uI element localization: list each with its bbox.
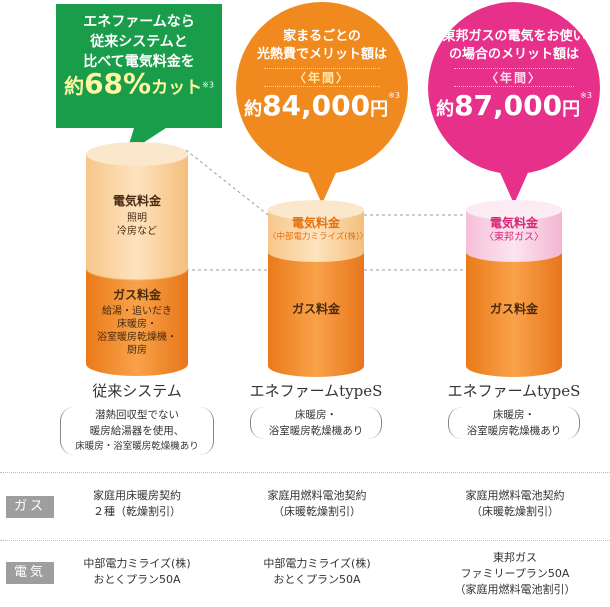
enefarm-b-electric-label: 電気料金 bbox=[489, 216, 538, 230]
conv-electric-sub2: 冷房など bbox=[117, 226, 157, 237]
pink-line1: 東邦ガスの電気をお使い bbox=[442, 29, 586, 44]
separator-middle bbox=[0, 540, 610, 541]
system-enefarm-b-desc: 床暖房・ 浴室暖房乾燥機あり bbox=[448, 407, 580, 439]
electric-cell-3-line1: 東邦ガス bbox=[493, 551, 537, 564]
gas-cell-3-line1: 家庭用燃料電池契約 bbox=[465, 489, 565, 502]
orange-line1: 家まるごとの bbox=[283, 29, 361, 44]
green-callout: エネファームなら 従来システムと 比べて電気料金を 約68%カット※3 bbox=[56, 4, 228, 154]
green-note: ※3 bbox=[202, 80, 214, 90]
green-line3: 比べて電気料金を bbox=[83, 54, 195, 70]
enefarm-b-gas-label: ガス料金 bbox=[489, 302, 538, 316]
gas-cell-1: 家庭用床暖房契約 ２種（乾燥割引） bbox=[60, 488, 214, 520]
system-enefarm-b-title: エネファームtypeS bbox=[447, 382, 581, 400]
green-line1: エネファームなら bbox=[83, 14, 195, 30]
pink-period: 〈年間〉 bbox=[454, 68, 574, 87]
system-enefarm-b-desc1: 床暖房・ bbox=[493, 409, 535, 421]
pink-bubble: 東邦ガスの電気をお使い の場合のメリット額は 〈年間〉 約87,000円※3 bbox=[424, 0, 604, 206]
conv-gas-sub2: 床暖房・ bbox=[117, 319, 157, 330]
orange-period: 〈年間〉 bbox=[264, 68, 380, 87]
green-suffix: カット bbox=[151, 78, 203, 98]
electric-cell-2-line2: おとくプラン50A bbox=[273, 573, 361, 586]
system-enefarm-a-desc1: 床暖房・ bbox=[295, 409, 337, 421]
green-line2: 従来システムと bbox=[90, 34, 188, 50]
system-enefarm-b-desc2: 浴室暖房乾燥機あり bbox=[466, 425, 562, 437]
connector-lines bbox=[185, 149, 466, 271]
system-conventional-desc2: 暖房給湯器を使用、 bbox=[89, 425, 185, 437]
orange-line2: 光熱費でメリット額は bbox=[256, 47, 387, 62]
electric-cell-1: 中部電力ミライズ(株) おとくプラン50A bbox=[60, 556, 214, 588]
row-label-electric: 電気 bbox=[6, 562, 54, 584]
cylinder-enefarm-b-shape bbox=[466, 200, 562, 377]
system-conventional: 従来システム 潜熱回収型でない 暖房給湯器を使用、 床暖房・浴室暖房乾燥機あり bbox=[60, 380, 214, 455]
gas-cell-2-line1: 家庭用燃料電池契約 bbox=[267, 489, 367, 502]
conv-gas-sub3: 浴室暖房乾燥機・ bbox=[97, 332, 177, 343]
green-prefix: 約 bbox=[64, 74, 85, 98]
pink-note: ※3 bbox=[580, 91, 592, 100]
green-percent-line: 約68%カット※3 bbox=[56, 70, 222, 99]
cylinder-enefarm-a-shape bbox=[268, 200, 364, 377]
orange-amount-line: 約84,000円※3 bbox=[234, 91, 410, 121]
gas-cell-1-line1: 家庭用床暖房契約 bbox=[93, 489, 181, 502]
conv-electric-sub1: 照明 bbox=[127, 213, 147, 224]
cylinder-conventional-shape bbox=[86, 142, 188, 376]
green-percent: 68% bbox=[84, 67, 152, 100]
enefarm-a-electric-sub: 〈中部電力ミライズ(株)〉 bbox=[268, 232, 368, 242]
electric-cell-1-line2: おとくプラン50A bbox=[93, 573, 181, 586]
pink-line2: の場合のメリット額は bbox=[448, 47, 579, 62]
orange-prefix: 約 bbox=[244, 99, 263, 120]
pink-unit: 円 bbox=[562, 99, 581, 120]
green-callout-shape bbox=[56, 4, 222, 154]
system-conventional-title: 従来システム bbox=[92, 382, 182, 400]
pink-amount-line: 約87,000円※3 bbox=[424, 91, 604, 121]
pink-amount: 87,000 bbox=[454, 89, 563, 122]
enefarm-a-electric-label: 電気料金 bbox=[291, 216, 340, 230]
orange-amount: 84,000 bbox=[262, 89, 371, 122]
cylinder-conventional: 電気料金 照明 冷房など ガス料金 給湯・追いだき 床暖房・ 浴室暖房乾燥機・ … bbox=[86, 140, 188, 380]
system-enefarm-b: エネファームtypeS 床暖房・ 浴室暖房乾燥機あり bbox=[442, 380, 586, 439]
electric-cell-3: 東邦ガス ファミリープラン50A （家庭用燃料電池割引） bbox=[438, 550, 592, 598]
conv-gas-label: ガス料金 bbox=[112, 288, 161, 302]
system-enefarm-a-desc2: 浴室暖房乾燥機あり bbox=[268, 425, 364, 437]
enefarm-a-gas-label: ガス料金 bbox=[291, 302, 340, 316]
row-label-gas: ガス bbox=[6, 496, 54, 518]
gas-cell-2: 家庭用燃料電池契約 （床暖乾燥割引） bbox=[240, 488, 394, 520]
conv-electric-label: 電気料金 bbox=[112, 194, 161, 208]
cylinder-enefarm-b: 電気料金 〈東邦ガス〉 ガス料金 bbox=[466, 198, 562, 380]
orange-bubble-shape bbox=[236, 2, 408, 204]
system-enefarm-a: エネファームtypeS 床暖房・ 浴室暖房乾燥機あり bbox=[244, 380, 388, 439]
electric-cell-2-line1: 中部電力ミライズ(株) bbox=[263, 557, 371, 570]
system-conventional-desc: 潜熱回収型でない 暖房給湯器を使用、 床暖房・浴室暖房乾燥機あり bbox=[60, 407, 214, 455]
separator-top bbox=[0, 472, 610, 473]
electric-cell-3-line3: （家庭用燃料電池割引） bbox=[454, 583, 576, 596]
gas-cell-3: 家庭用燃料電池契約 （床暖乾燥割引） bbox=[438, 488, 592, 520]
pink-prefix: 約 bbox=[436, 99, 455, 120]
system-enefarm-a-desc: 床暖房・ 浴室暖房乾燥機あり bbox=[250, 407, 382, 439]
electric-cell-2: 中部電力ミライズ(株) おとくプラン50A bbox=[240, 556, 394, 588]
orange-unit: 円 bbox=[370, 99, 389, 120]
conv-gas-sub4: 厨房 bbox=[127, 345, 147, 356]
electric-cell-3-line2: ファミリープラン50A bbox=[460, 567, 570, 580]
system-conventional-desc3: 床暖房・浴室暖房乾燥機あり bbox=[75, 441, 199, 452]
conv-gas-sub1: 給湯・追いだき bbox=[102, 306, 172, 317]
electric-cell-1-line1: 中部電力ミライズ(株) bbox=[83, 557, 191, 570]
orange-bubble: 家まるごとの 光熱費でメリット額は 〈年間〉 約84,000円※3 bbox=[234, 0, 410, 206]
orange-note: ※3 bbox=[388, 91, 400, 100]
cylinder-enefarm-a: 電気料金 〈中部電力ミライズ(株)〉 ガス料金 bbox=[268, 198, 368, 380]
system-conventional-desc1: 潜熱回収型でない bbox=[95, 409, 179, 421]
system-enefarm-a-title: エネファームtypeS bbox=[249, 382, 383, 400]
gas-cell-3-line2: （床暖乾燥割引） bbox=[471, 505, 559, 518]
gas-cell-2-line2: （床暖乾燥割引） bbox=[273, 505, 361, 518]
enefarm-b-electric-sub: 〈東邦ガス〉 bbox=[484, 232, 544, 243]
gas-cell-1-line2: ２種（乾燥割引） bbox=[93, 505, 181, 518]
pink-bubble-shape bbox=[428, 2, 600, 204]
